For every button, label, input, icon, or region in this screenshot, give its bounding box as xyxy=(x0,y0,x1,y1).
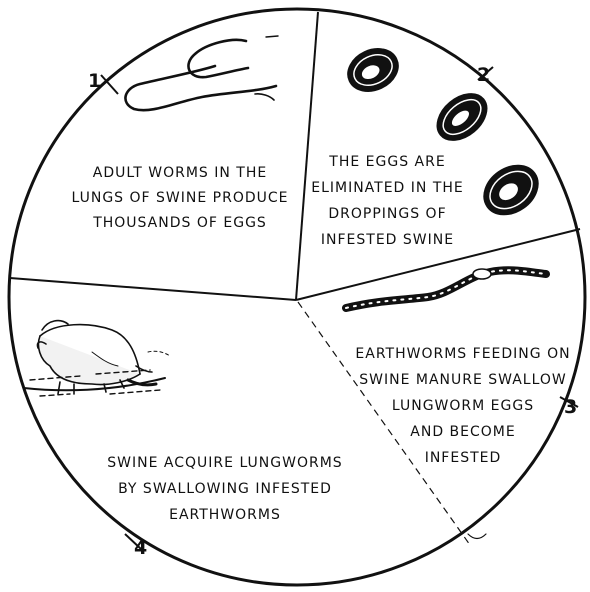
stage-number-4: 4 xyxy=(134,537,147,559)
stage-number-2: 2 xyxy=(477,64,490,86)
divider-4-1 xyxy=(10,278,296,300)
caption-line: ADULT WORMS IN THE xyxy=(55,161,305,186)
caption-line: EARTHWORMS FEEDING ON xyxy=(338,341,588,367)
stage-1-caption: ADULT WORMS IN THE LUNGS OF SWINE PRODUC… xyxy=(55,161,305,236)
caption-line: DROPPINGS OF xyxy=(300,201,475,227)
caption-line: SWINE MANURE SWALLOW xyxy=(338,367,588,393)
stage-4-caption: SWINE ACQUIRE LUNGWORMS BY SWALLOWING IN… xyxy=(80,450,370,528)
stage-number-1: 1 xyxy=(88,70,101,92)
caption-line: THE EGGS ARE xyxy=(300,149,475,175)
caption-line: AND BECOME xyxy=(338,419,588,445)
stage-2-caption: THE EGGS ARE ELIMINATED IN THE DROPPINGS… xyxy=(300,149,475,253)
caption-line: EARTHWORMS xyxy=(80,502,370,528)
caption-line: LUNGS OF SWINE PRODUCE xyxy=(55,186,305,211)
caption-line: INFESTED SWINE xyxy=(300,227,475,253)
pig-drawing xyxy=(24,321,170,396)
lungworm-drawing xyxy=(125,36,278,110)
caption-line: BY SWALLOWING INFESTED xyxy=(80,476,370,502)
caption-line: INFESTED xyxy=(338,445,588,471)
caption-line: LUNGWORM EGGS xyxy=(338,393,588,419)
caption-line: THOUSANDS OF EGGS xyxy=(55,211,305,236)
caption-line: ELIMINATED IN THE xyxy=(300,175,475,201)
caption-line: SWINE ACQUIRE LUNGWORMS xyxy=(80,450,370,476)
stage-3-caption: EARTHWORMS FEEDING ON SWINE MANURE SWALL… xyxy=(338,341,588,471)
